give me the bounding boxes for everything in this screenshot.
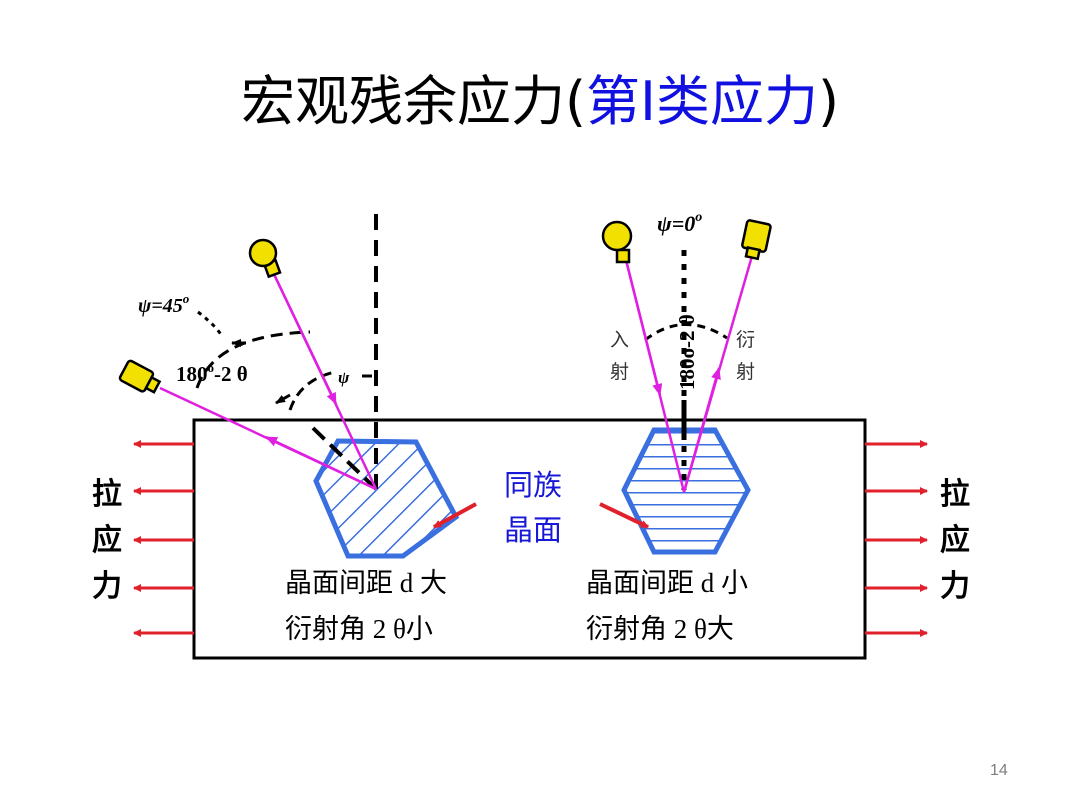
tension-arrows-left [133,440,194,637]
left-angle-label: 180o-2 θ [176,360,248,386]
slide-title: 宏观残余应力(第I类应力) [0,62,1080,142]
right-diffract-char-2: 射 [736,361,755,383]
pointer-arrow-right [599,502,649,529]
page-number: 14 [990,762,1008,779]
right-xray-source [601,220,633,264]
tension-label-right-1: 拉 [940,477,970,511]
left-tilted-normal [311,426,378,491]
pointer-arrow-left [433,502,477,529]
tension-arrows-right [865,440,928,637]
left-caption-line2: 衍射角 2 θ小 [285,614,433,644]
center-label-line1: 同族 [504,469,562,502]
left-detector [118,359,162,394]
left-psi-dotted [197,310,224,337]
right-detector [741,219,772,261]
tension-label-left-2: 应 [92,523,122,557]
right-crystal-grain [621,427,751,555]
left-psi-label: ψ=45o [138,291,190,317]
right-incident-char-1: 入 [610,330,629,351]
right-psi-label: ψ=0o [657,210,702,236]
left-xray-source [248,238,282,279]
right-diffract-char-1: 衍 [736,329,755,351]
left-psi-small: ψ [338,368,350,387]
title-suffix: ) [817,70,840,133]
right-caption-line2: 衍射角 2 θ大 [586,614,734,644]
right-incident-char-2: 射 [610,361,629,383]
left-angle-arc-2theta [195,330,311,389]
title-prefix: 宏观残余应力( [240,70,587,133]
right-angle-label: 180o-2 θ [675,314,699,390]
tension-label-right-3: 力 [940,570,970,603]
center-label-line2: 晶面 [504,515,562,547]
left-crystal-grain [313,438,460,559]
tension-label-left-1: 拉 [92,477,122,511]
tension-label-left-3: 力 [92,570,122,603]
left-caption-line1: 晶面间距 d 大 [285,568,447,598]
right-angle-arc-2theta [644,323,728,342]
tension-label-right-2: 应 [940,523,970,557]
title-highlight: 第I类应力 [586,70,818,133]
right-caption-line1: 晶面间距 d 小 [586,568,748,598]
